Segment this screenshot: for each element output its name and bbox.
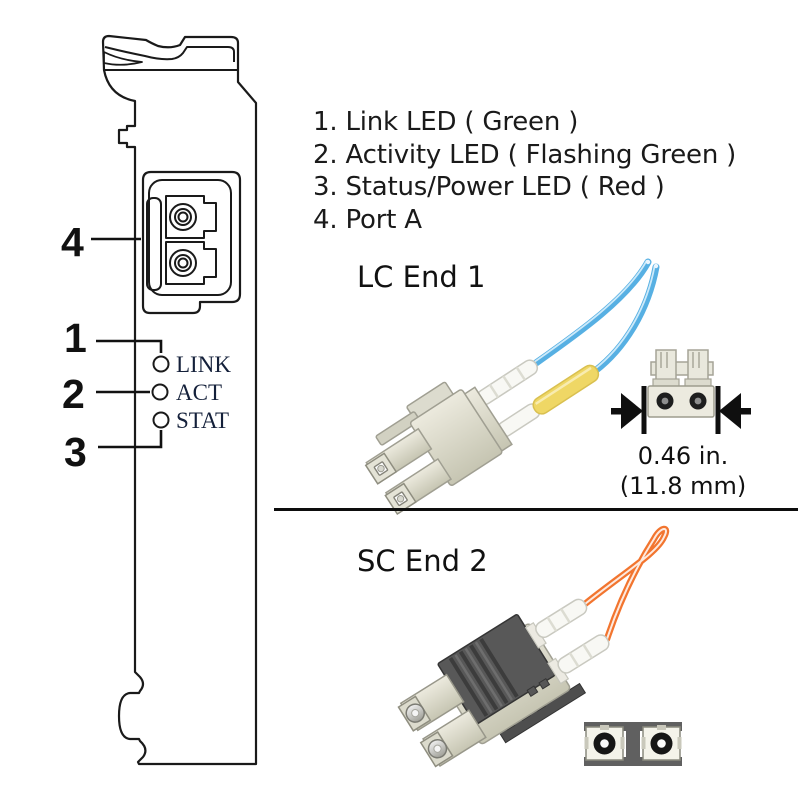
callout-1-line — [96, 339, 163, 353]
port-cutout-upper — [165, 195, 217, 239]
lc-face-ferrules — [656, 392, 707, 410]
lc-face-latches — [650, 349, 714, 388]
dimension-arrow-right — [719, 393, 741, 429]
dimension-inches: 0.46 in. — [637, 442, 729, 470]
bracket-hook-notch — [103, 51, 143, 66]
lc-latch-arm — [375, 411, 421, 446]
port-a-drawing — [141, 170, 242, 315]
dimension-millimeters: (11.8 mm) — [619, 472, 747, 500]
sc-face-right-port — [641, 725, 682, 761]
lc-blue-fibers — [532, 258, 660, 375]
led-act-label: ACT — [176, 380, 222, 405]
legend-item: 4. Port A — [313, 204, 422, 235]
port-frame — [148, 179, 232, 296]
callout-4: 4 — [61, 219, 84, 265]
led-act — [151, 383, 169, 401]
led-stat-label: STAT — [176, 408, 229, 433]
callout-3: 3 — [64, 429, 87, 475]
fiber-cut-end — [653, 263, 659, 269]
port-ferrule-upper — [169, 203, 197, 231]
callout-3-line — [98, 430, 163, 449]
led-link-label: LINK — [176, 352, 231, 377]
callout-1: 1 — [64, 315, 87, 361]
lc-connector — [364, 359, 600, 516]
dimension-arrow-left — [621, 393, 643, 429]
dimension-label: 0.46 in. (11.8 mm) — [608, 441, 758, 501]
sc-end-heading: SC End 2 — [357, 544, 488, 578]
led-stat — [152, 411, 170, 429]
legend-item: 2. Activity LED ( Flashing Green ) — [313, 139, 737, 170]
lc-body — [409, 389, 503, 486]
bracket-tab-inner-line — [104, 46, 235, 62]
led-legend: 1. Link LED ( Green ) 2. Activity LED ( … — [313, 106, 736, 236]
section-divider — [274, 508, 798, 511]
lc-cable-illustration — [364, 258, 660, 516]
sc-cable-illustration — [397, 525, 670, 768]
sc-plug-lower — [419, 709, 487, 768]
legend-item: 1. Link LED ( Green ) — [313, 107, 579, 137]
bracket-diagram: LINK ACT STAT 4 1 2 3 — [61, 34, 258, 766]
sc-face-icon — [584, 722, 682, 766]
led-link — [152, 355, 170, 373]
lc-boot-yellow-sleeve — [532, 364, 600, 415]
lc-plug-lower — [384, 457, 453, 516]
port-cutout-lower — [165, 241, 217, 285]
lc-face-diagram — [611, 349, 751, 434]
sc-grip-ridges — [448, 637, 519, 717]
sc-boot-upper — [524, 598, 588, 649]
sc-connector — [397, 598, 610, 768]
legend-item: 3. Status/Power LED ( Red ) — [313, 172, 665, 202]
sc-boot-lower — [547, 634, 610, 685]
sc-orange-fibers — [581, 525, 670, 643]
lc-end-heading: LC End 1 — [357, 260, 486, 294]
fiber-cut-end — [645, 259, 651, 265]
callout-2: 2 — [62, 371, 85, 417]
port-ferrule-lower — [169, 249, 197, 277]
dimension-arrows — [611, 386, 751, 434]
port-left-strip — [146, 197, 162, 291]
sc-plug-upper — [397, 673, 465, 732]
lc-plug-upper — [364, 427, 433, 485]
sc-face-left-port — [584, 725, 625, 761]
